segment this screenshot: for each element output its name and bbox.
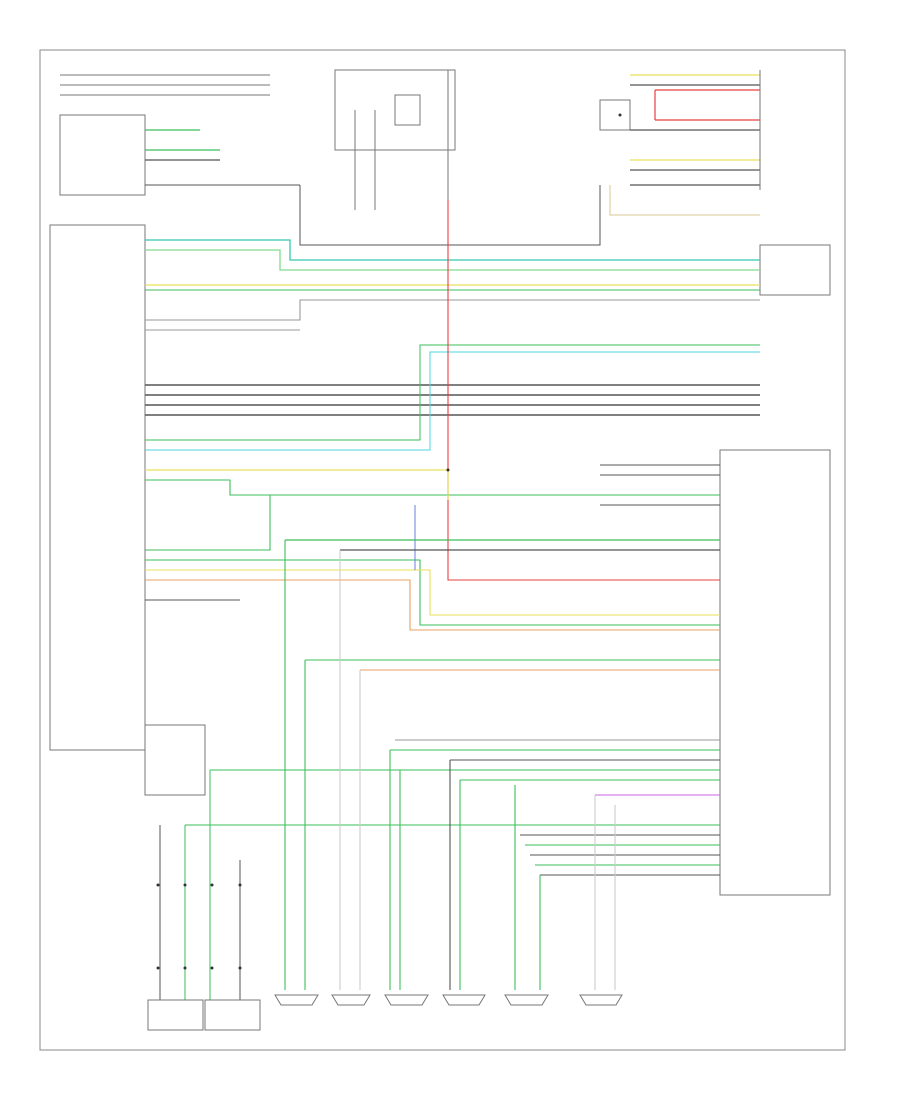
right-upper-connector bbox=[759, 244, 831, 296]
front-left-door-speaker bbox=[274, 994, 319, 1006]
connector-pins bbox=[156, 113, 622, 970]
front-right-door-speaker bbox=[331, 994, 371, 1006]
subwoofer-left bbox=[147, 999, 204, 1031]
harness-lower bbox=[185, 659, 720, 876]
harness-upper bbox=[145, 239, 760, 355]
harness-middle bbox=[145, 464, 720, 631]
radio-module bbox=[49, 224, 146, 751]
power-feed-line bbox=[447, 200, 720, 581]
diagram-frame bbox=[39, 49, 846, 1051]
top-center-fuse-block bbox=[334, 69, 456, 210]
harness-gray-bundle bbox=[145, 355, 760, 451]
rear-right-speaker bbox=[579, 994, 623, 1006]
right-lower-connector bbox=[719, 449, 831, 896]
rear-left-speaker bbox=[504, 994, 549, 1006]
right-rear-speaker bbox=[442, 994, 486, 1006]
top-left-connector bbox=[59, 74, 601, 246]
left-rear-speaker bbox=[384, 994, 429, 1006]
amplifier-box bbox=[144, 724, 206, 796]
speakers bbox=[147, 994, 623, 1031]
speaker-drops bbox=[159, 540, 616, 1000]
subwoofer-right bbox=[204, 999, 261, 1031]
steering-switch-block bbox=[599, 70, 761, 216]
